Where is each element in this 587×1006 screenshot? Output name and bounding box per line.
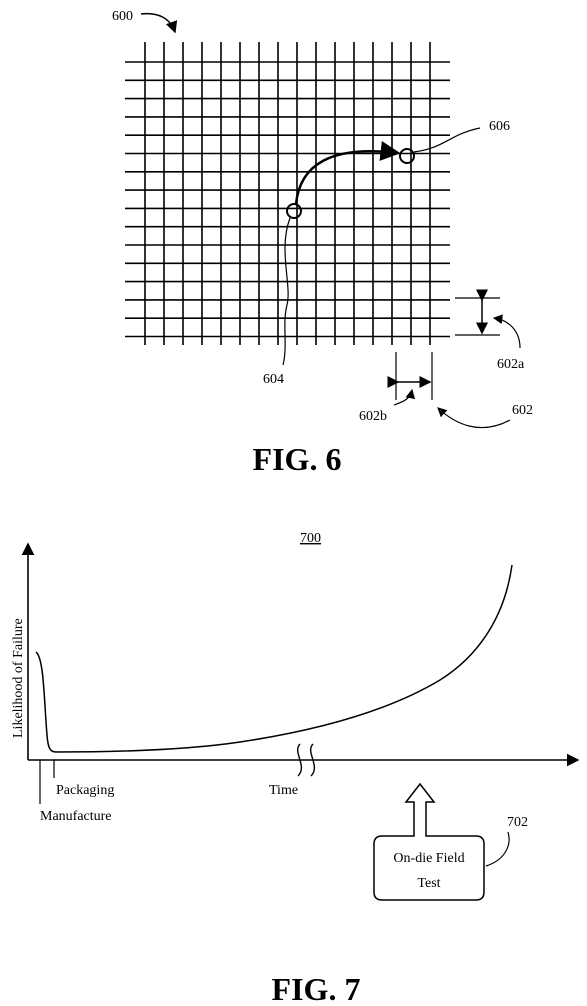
ref-702-leader	[485, 831, 510, 867]
ref-602-leader	[437, 407, 511, 429]
fig7: 700 Likelihood of Failure Packaging Manu…	[11, 531, 580, 1006]
test-path-arrow	[294, 141, 401, 205]
packaging-label: Packaging	[56, 783, 114, 798]
ref-604-label: 604	[263, 372, 284, 387]
ref-600-leader	[140, 12, 178, 34]
fig6: 600 606 604 602a 602b 602 FIG. 6	[112, 9, 533, 477]
axis-break-mark-2	[310, 743, 316, 777]
box-line-2: Test	[417, 876, 440, 891]
box-line-1: On-die Field	[393, 851, 464, 866]
on-die-field-test-box	[373, 782, 485, 901]
ref-602b-label: 602b	[359, 409, 387, 424]
ref-602a-label: 602a	[497, 357, 525, 372]
y-axis-label: Likelihood of Failure	[11, 618, 26, 738]
fig6-caption: FIG. 6	[253, 441, 342, 477]
failure-likelihood-curve	[35, 564, 513, 753]
ref-602b-leader	[393, 388, 416, 406]
fig7-caption: FIG. 7	[272, 971, 361, 1006]
cell-604-marker	[286, 203, 302, 219]
ref-602-label: 602	[512, 403, 533, 418]
ref-602a-leader	[492, 314, 521, 349]
ref-606-leader	[413, 127, 481, 153]
ref-700-label: 700	[300, 531, 321, 546]
x-axis-label: Time	[269, 783, 298, 798]
ref-604-leader	[282, 217, 291, 366]
axis-break-mark-1	[297, 743, 303, 777]
ref-606-label: 606	[489, 119, 510, 134]
ref-600-label: 600	[112, 9, 133, 24]
cell-606-marker	[399, 148, 415, 164]
ref-702-label: 702	[507, 815, 528, 830]
manufacture-label: Manufacture	[40, 809, 112, 824]
